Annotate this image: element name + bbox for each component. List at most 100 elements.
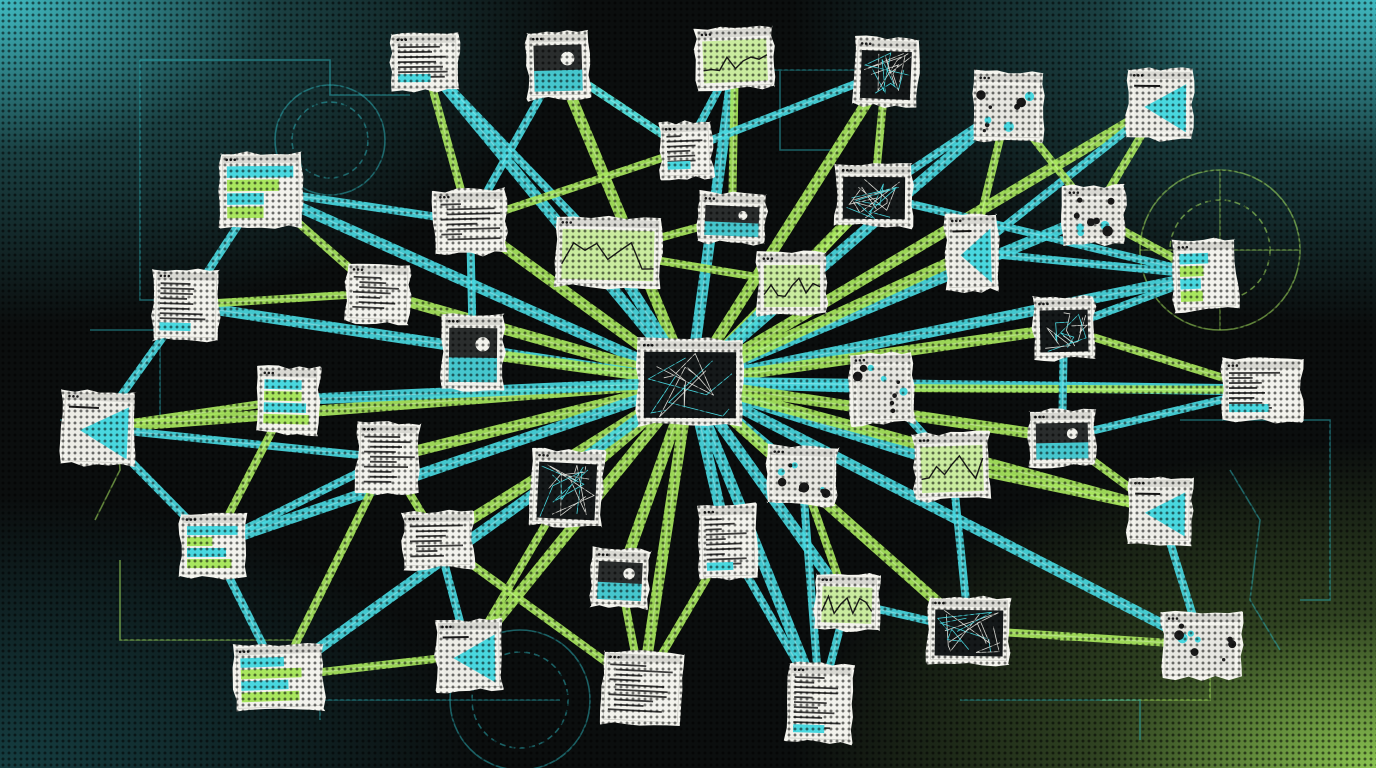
window-control-dot — [1132, 73, 1136, 77]
connection-highlight — [873, 194, 1206, 276]
window-card — [344, 262, 412, 326]
window-card — [439, 313, 506, 392]
window-control-dot — [650, 343, 654, 347]
window-card — [400, 509, 476, 571]
window-card — [389, 32, 461, 93]
window-control-dot — [1072, 191, 1076, 194]
window-card — [812, 572, 882, 633]
bar-block — [227, 192, 264, 205]
circuit-ring — [291, 101, 369, 179]
window-control-dot — [229, 158, 233, 162]
hub-window-card — [635, 337, 745, 428]
window-card — [765, 443, 840, 508]
text-line — [1228, 387, 1257, 389]
highlight-bar — [1229, 403, 1269, 413]
window-control-dot — [1171, 617, 1175, 620]
text-line — [1228, 382, 1262, 384]
window-title-bar — [405, 514, 470, 523]
window-control-dot — [849, 168, 853, 172]
bar-block — [1180, 278, 1202, 290]
text-line — [1228, 377, 1253, 379]
bar-block — [226, 179, 279, 192]
window-control-dot — [642, 343, 646, 347]
highlight-bar — [667, 160, 691, 170]
window-card — [696, 189, 769, 246]
bar-block — [240, 656, 285, 668]
window-card — [524, 29, 592, 102]
window-control-dot — [1167, 617, 1171, 620]
window-card — [696, 502, 759, 581]
ink-dot — [1187, 630, 1194, 637]
window-card — [434, 617, 504, 694]
text-line — [1229, 391, 1266, 394]
window-card — [911, 430, 992, 503]
window-control-dot — [770, 257, 774, 260]
graph-panel — [821, 586, 873, 624]
window-card — [1125, 67, 1195, 142]
window-card — [693, 25, 776, 92]
bar-block — [263, 413, 309, 425]
window-control-dot — [1140, 74, 1144, 77]
ink-dot — [1107, 197, 1115, 205]
window-control-dot — [646, 343, 650, 347]
image-band — [704, 221, 759, 238]
highlight-bar — [792, 724, 825, 734]
bar-block — [227, 206, 264, 219]
window-card — [232, 642, 326, 712]
window-card — [1027, 408, 1098, 469]
window-card — [151, 268, 221, 343]
window-control-dot — [1235, 364, 1239, 367]
window-control-dot — [762, 257, 766, 260]
bar-block — [186, 525, 238, 536]
window-card — [972, 69, 1045, 144]
text-line — [363, 480, 392, 483]
graph-panel — [702, 38, 769, 84]
window-control-dot — [1175, 617, 1179, 620]
ink-dot — [1190, 648, 1199, 657]
window-card — [658, 120, 716, 181]
bar-block — [1179, 265, 1204, 278]
window-card — [1031, 295, 1097, 362]
ink-dot — [1227, 636, 1233, 643]
bar-block — [241, 679, 289, 691]
text-line — [1229, 401, 1263, 404]
bar-block — [264, 379, 302, 390]
connection-highlight — [97, 427, 389, 459]
text-line — [1228, 371, 1281, 374]
window-card — [851, 35, 920, 109]
window-card — [255, 365, 322, 437]
text-line — [369, 475, 397, 478]
circuit-trace — [960, 699, 1141, 740]
window-card — [1160, 610, 1244, 681]
graph-panel — [920, 444, 984, 494]
window-card — [599, 650, 685, 727]
window-control-dot — [225, 158, 229, 162]
circuit-trace — [1180, 419, 1331, 601]
bar-block — [263, 402, 307, 414]
bar-block — [1180, 290, 1204, 303]
window-card — [1061, 183, 1127, 247]
window-card — [178, 512, 248, 580]
window-card — [1171, 237, 1240, 314]
window-card — [833, 163, 914, 230]
window-card — [59, 389, 137, 467]
bar-block — [187, 558, 232, 569]
circuit-trace — [319, 699, 560, 720]
window-card — [589, 546, 652, 611]
ink-dot — [1174, 630, 1185, 641]
ink-dot — [1086, 218, 1095, 227]
window-card — [943, 213, 1000, 294]
cracked-panel — [643, 351, 737, 419]
text-line — [1134, 84, 1161, 88]
cracked-panel — [536, 461, 598, 521]
text-line — [369, 470, 392, 473]
window-card — [848, 351, 916, 428]
text-line — [1229, 397, 1255, 399]
ink-dot — [1102, 225, 1113, 237]
window-card — [1220, 357, 1305, 424]
image-band — [448, 357, 497, 383]
bar-block — [186, 537, 213, 547]
window-control-dot — [1231, 364, 1235, 367]
window-card — [553, 215, 664, 290]
